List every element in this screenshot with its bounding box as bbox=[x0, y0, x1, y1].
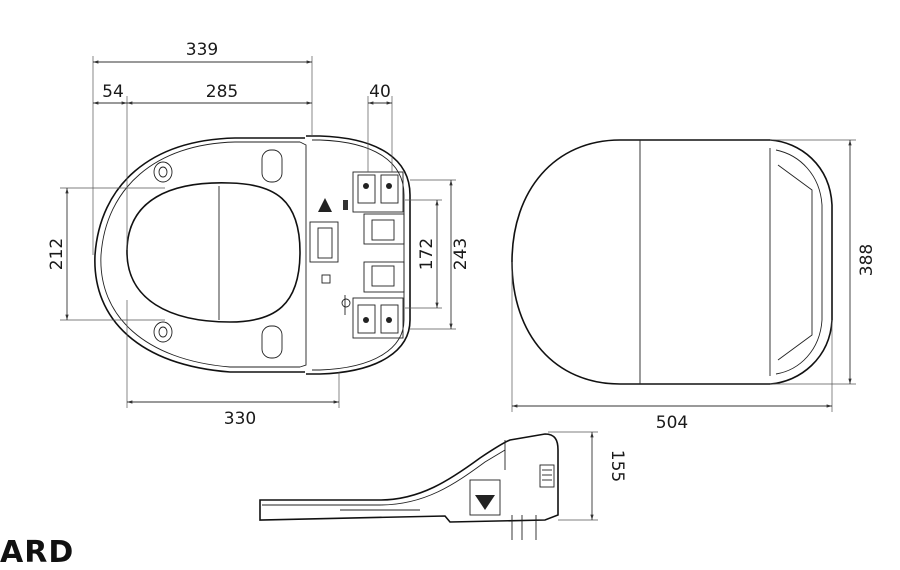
dim-hinge-outer-height: 243 bbox=[451, 238, 471, 270]
side-dimensions: 155 bbox=[548, 431, 627, 521]
technical-drawing: 339 54 285 40 212 330 172 243 bbox=[47, 40, 877, 540]
dim-hinge-width: 40 bbox=[369, 82, 391, 102]
dim-top-width-inner: 285 bbox=[206, 82, 238, 102]
side-view bbox=[259, 433, 559, 540]
lid-dimensions: 504 388 bbox=[511, 139, 877, 433]
dim-lid-height: 388 bbox=[857, 244, 877, 276]
dim-seat-bottom-width: 330 bbox=[224, 409, 256, 429]
seat-top-view bbox=[94, 137, 307, 373]
dim-top-width-total: 339 bbox=[186, 40, 218, 60]
dim-lid-width: 504 bbox=[656, 413, 688, 433]
hinge-base-top-view bbox=[306, 135, 411, 375]
top-view-dimensions: 339 54 285 40 212 330 172 243 bbox=[47, 40, 471, 429]
dim-top-offset-left: 54 bbox=[102, 82, 124, 102]
partial-label-text: ARD bbox=[0, 535, 75, 570]
dim-hinge-inner-height: 172 bbox=[417, 238, 437, 270]
dim-seat-left-height: 212 bbox=[47, 238, 67, 270]
dim-side-height: 155 bbox=[607, 450, 627, 482]
lid-closed-view bbox=[511, 139, 833, 385]
